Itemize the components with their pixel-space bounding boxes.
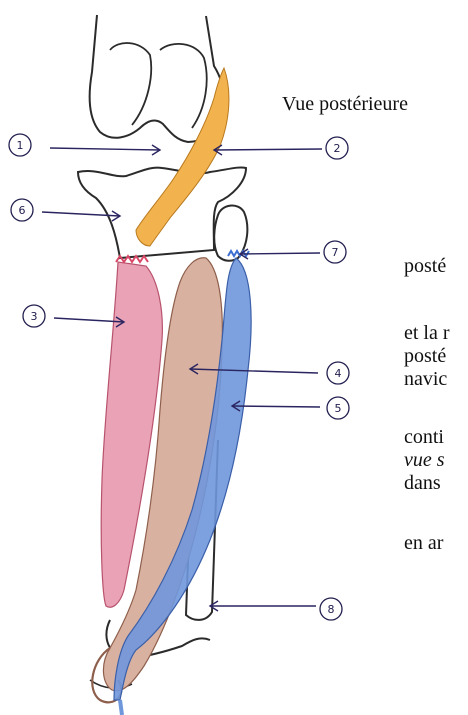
femur-condyle-left (110, 43, 151, 125)
side-text-line-1: posté (404, 255, 446, 277)
label-6: 6 (11, 199, 33, 221)
label-3: 3 (23, 305, 45, 327)
side-text-line-6: vue s (404, 449, 445, 471)
svg-text:1: 1 (17, 139, 24, 152)
svg-text:8: 8 (328, 603, 335, 616)
svg-text:2: 2 (334, 142, 341, 155)
svg-text:3: 3 (31, 310, 38, 323)
side-text-line-5: conti (404, 426, 444, 448)
label-1: 1 (9, 134, 31, 156)
label-8: 8 (320, 598, 342, 620)
label-2: 2 (326, 137, 348, 159)
side-text-line-2: et la r (404, 322, 450, 344)
side-text-line-7: dans (404, 472, 441, 494)
femur-bone (90, 15, 224, 142)
svg-text:4: 4 (335, 367, 342, 380)
label-7: 7 (324, 241, 346, 263)
femur-condyle-right (160, 44, 207, 128)
svg-text:5: 5 (335, 402, 342, 415)
side-text-line-8: en ar (404, 532, 443, 554)
label-4: 4 (327, 362, 349, 384)
view-title: Vue postérieure (282, 93, 408, 115)
side-text-line-3: posté (404, 345, 446, 367)
label-5: 5 (327, 397, 349, 419)
blue-tendon (120, 700, 122, 715)
svg-text:6: 6 (19, 204, 26, 217)
svg-text:7: 7 (332, 246, 339, 259)
side-text-line-4: navic (404, 368, 447, 390)
